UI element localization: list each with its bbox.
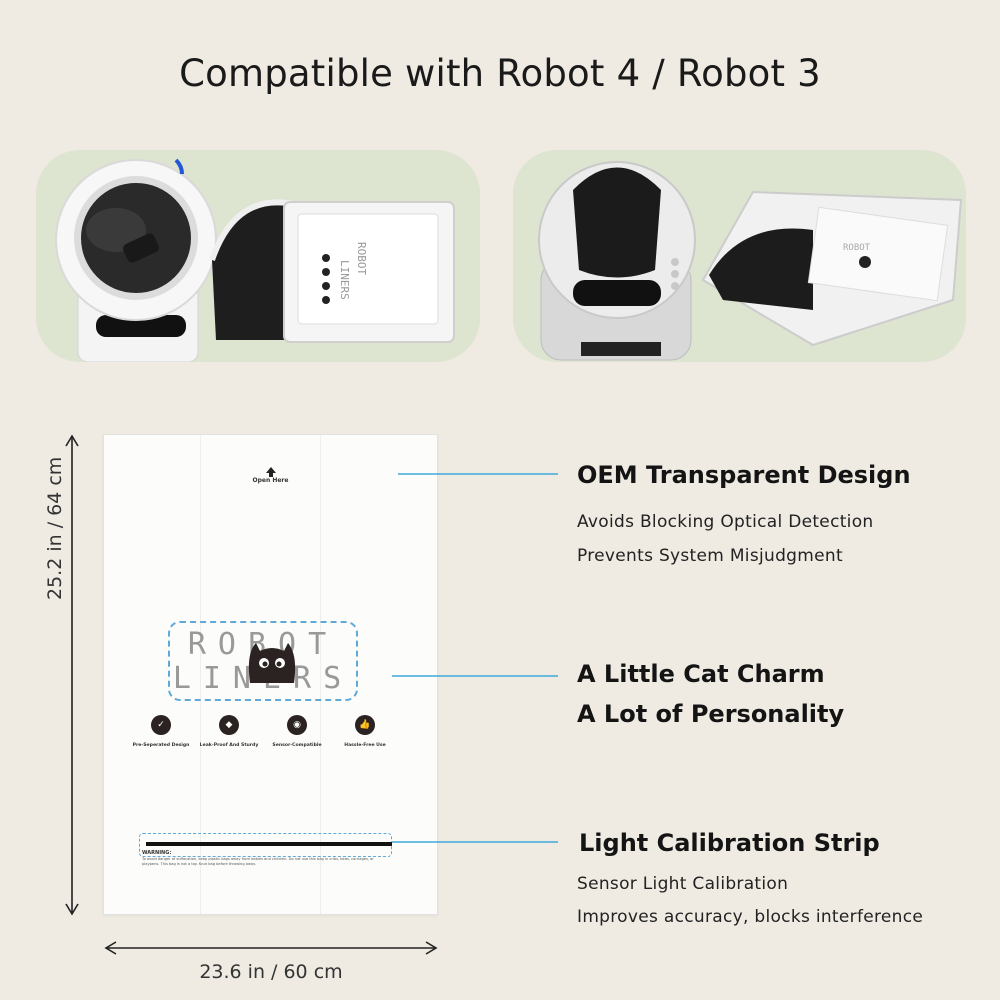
callout-title-cat-charm: A Little Cat Charm bbox=[577, 660, 825, 688]
feature-hassle-free: 👍 Hassle-Free Use bbox=[325, 715, 405, 748]
feature-leak-proof: ◆ Leak-Proof And Sturdy bbox=[189, 715, 269, 748]
bag-seam bbox=[320, 435, 321, 914]
warning-text: To avoid danger of suffocation, keep pla… bbox=[142, 857, 374, 866]
callout-line: Sensor Light Calibration bbox=[577, 874, 789, 894]
width-dimension-label: 23.6 in / 60 cm bbox=[199, 961, 343, 983]
drop-shield-icon: ◆ bbox=[219, 715, 239, 735]
callout-subtitle-personality: A Lot of Personality bbox=[577, 700, 845, 728]
page-title: Compatible with Robot 4 / Robot 3 bbox=[179, 52, 821, 95]
robot-4-photo: ROBOT LINERS bbox=[36, 150, 480, 362]
callout-title-calibration: Light Calibration Strip bbox=[579, 829, 880, 857]
feature-sensor-compatible: ◉ Sensor-Compatible bbox=[257, 715, 337, 748]
robot-3-photo: ROBOT bbox=[513, 150, 966, 362]
feature-label: Sensor-Compatible bbox=[272, 743, 322, 748]
thumbs-up-icon: 👍 bbox=[355, 715, 375, 735]
callout-line: Avoids Blocking Optical Detection bbox=[577, 512, 874, 532]
robot-liners-logo: ROBOT LINERS bbox=[168, 621, 358, 701]
open-here-label: Open Here bbox=[252, 477, 289, 484]
feature-label: Pre-Seperated Design bbox=[132, 743, 190, 748]
arrow-up-icon bbox=[266, 467, 276, 477]
feature-pre-separated: ✓ Pre-Seperated Design bbox=[121, 715, 201, 748]
liner-bag: Open Here ROBOT LINERS ✓ Pre-Seperated D… bbox=[103, 434, 438, 915]
cat-icon bbox=[248, 643, 296, 683]
sensor-waves-icon: ◉ bbox=[287, 715, 307, 735]
callout-line: Improves accuracy, blocks interference bbox=[577, 907, 924, 927]
bag-seam bbox=[200, 435, 201, 914]
svg-text:ROBOT: ROBOT bbox=[355, 242, 368, 275]
feature-label: Hassle-Free Use bbox=[344, 743, 386, 748]
light-calibration-strip bbox=[146, 842, 392, 846]
height-dimension-label: 25.2 in / 64 cm bbox=[44, 456, 66, 600]
svg-text:LINERS: LINERS bbox=[338, 260, 351, 300]
callout-line: Prevents System Misjudgment bbox=[577, 546, 843, 566]
feature-label: Leak-Proof And Sturdy bbox=[199, 743, 259, 748]
svg-text:ROBOT: ROBOT bbox=[843, 243, 871, 253]
warning-title: WARNING: bbox=[142, 850, 172, 856]
callout-title-transparent: OEM Transparent Design bbox=[577, 461, 911, 489]
check-badge-icon: ✓ bbox=[151, 715, 171, 735]
